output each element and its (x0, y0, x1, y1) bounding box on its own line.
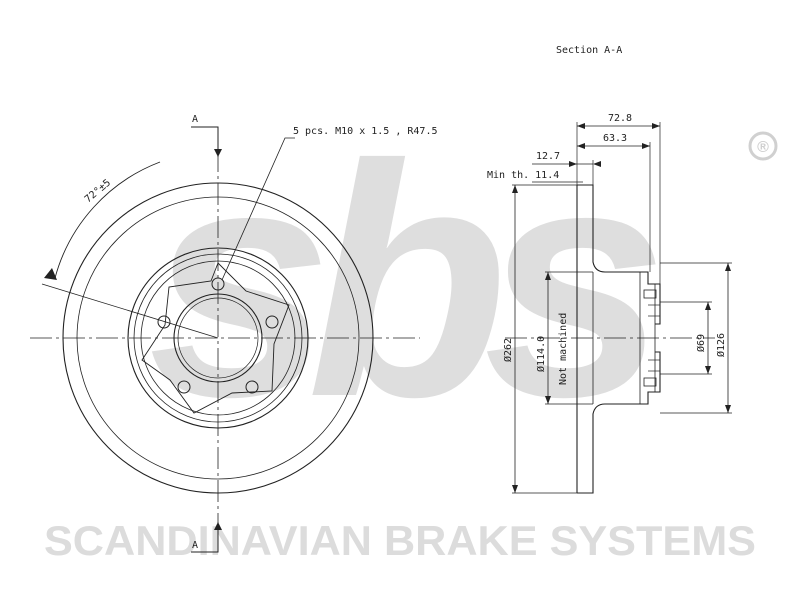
watermark-logo: sbs (148, 96, 658, 465)
dim-hat-diameter: Ø114.0 (535, 336, 547, 372)
disc-profile-upper (577, 184, 661, 325)
dimension-arrowheads (512, 123, 731, 493)
bolt-hole (211, 277, 225, 291)
hub-flange-outline (141, 262, 290, 414)
min-thickness-label: Min th. 11.4 (487, 170, 559, 181)
section-marker-top (191, 126, 222, 157)
section-label-bottom: A (192, 540, 198, 551)
hat-outer-ring (127, 247, 309, 429)
registered-mark: ® (757, 139, 769, 156)
bolt-hole (265, 315, 279, 329)
angle-label: 72°±5 (83, 178, 113, 206)
dim-hat-height: 63.3 (603, 133, 627, 144)
disc-outer-edge (62, 182, 374, 494)
disc-profile-lower (577, 351, 661, 494)
hat-ring-3 (140, 260, 296, 416)
bolt-hole (177, 380, 191, 394)
section-title: Section A-A (556, 45, 622, 56)
dim-outer-diameter: Ø262 (502, 338, 514, 362)
bolt-hole-section (643, 377, 657, 387)
hat-ring-2 (133, 253, 303, 423)
section-marker-bottom (191, 522, 222, 553)
disc-inner-edge (76, 196, 360, 480)
dim-flange-diameter: Ø126 (715, 333, 727, 357)
section-view (505, 122, 732, 494)
angle-arc (54, 161, 161, 279)
bolt-hole (245, 380, 259, 394)
front-view (30, 126, 420, 553)
bolt-pattern-label: 5 pcs. M10 x 1.5 , R47.5 (293, 126, 438, 137)
angle-leader-lower (41, 283, 219, 339)
bolt-hole-section (643, 289, 657, 299)
center-bore (173, 293, 263, 383)
company-name: SCANDINAVIAN BRAKE SYSTEMS (44, 517, 756, 564)
center-bore-chamfer (177, 297, 259, 379)
watermark: sbs ® SCANDINAVIAN BRAKE SYSTEMS (44, 96, 778, 564)
bolt-hole (157, 315, 171, 329)
dim-center-bore: Ø69 (695, 334, 707, 352)
dim-total-height: 72.8 (608, 113, 632, 124)
section-label-top: A (192, 114, 198, 125)
bolt-holes (157, 277, 279, 394)
not-machined-label: Not machined (558, 313, 569, 385)
registered-mark-icon: ® (748, 131, 778, 161)
bolt-pattern-leader (221, 137, 295, 281)
dim-thickness: 12.7 (536, 151, 560, 162)
